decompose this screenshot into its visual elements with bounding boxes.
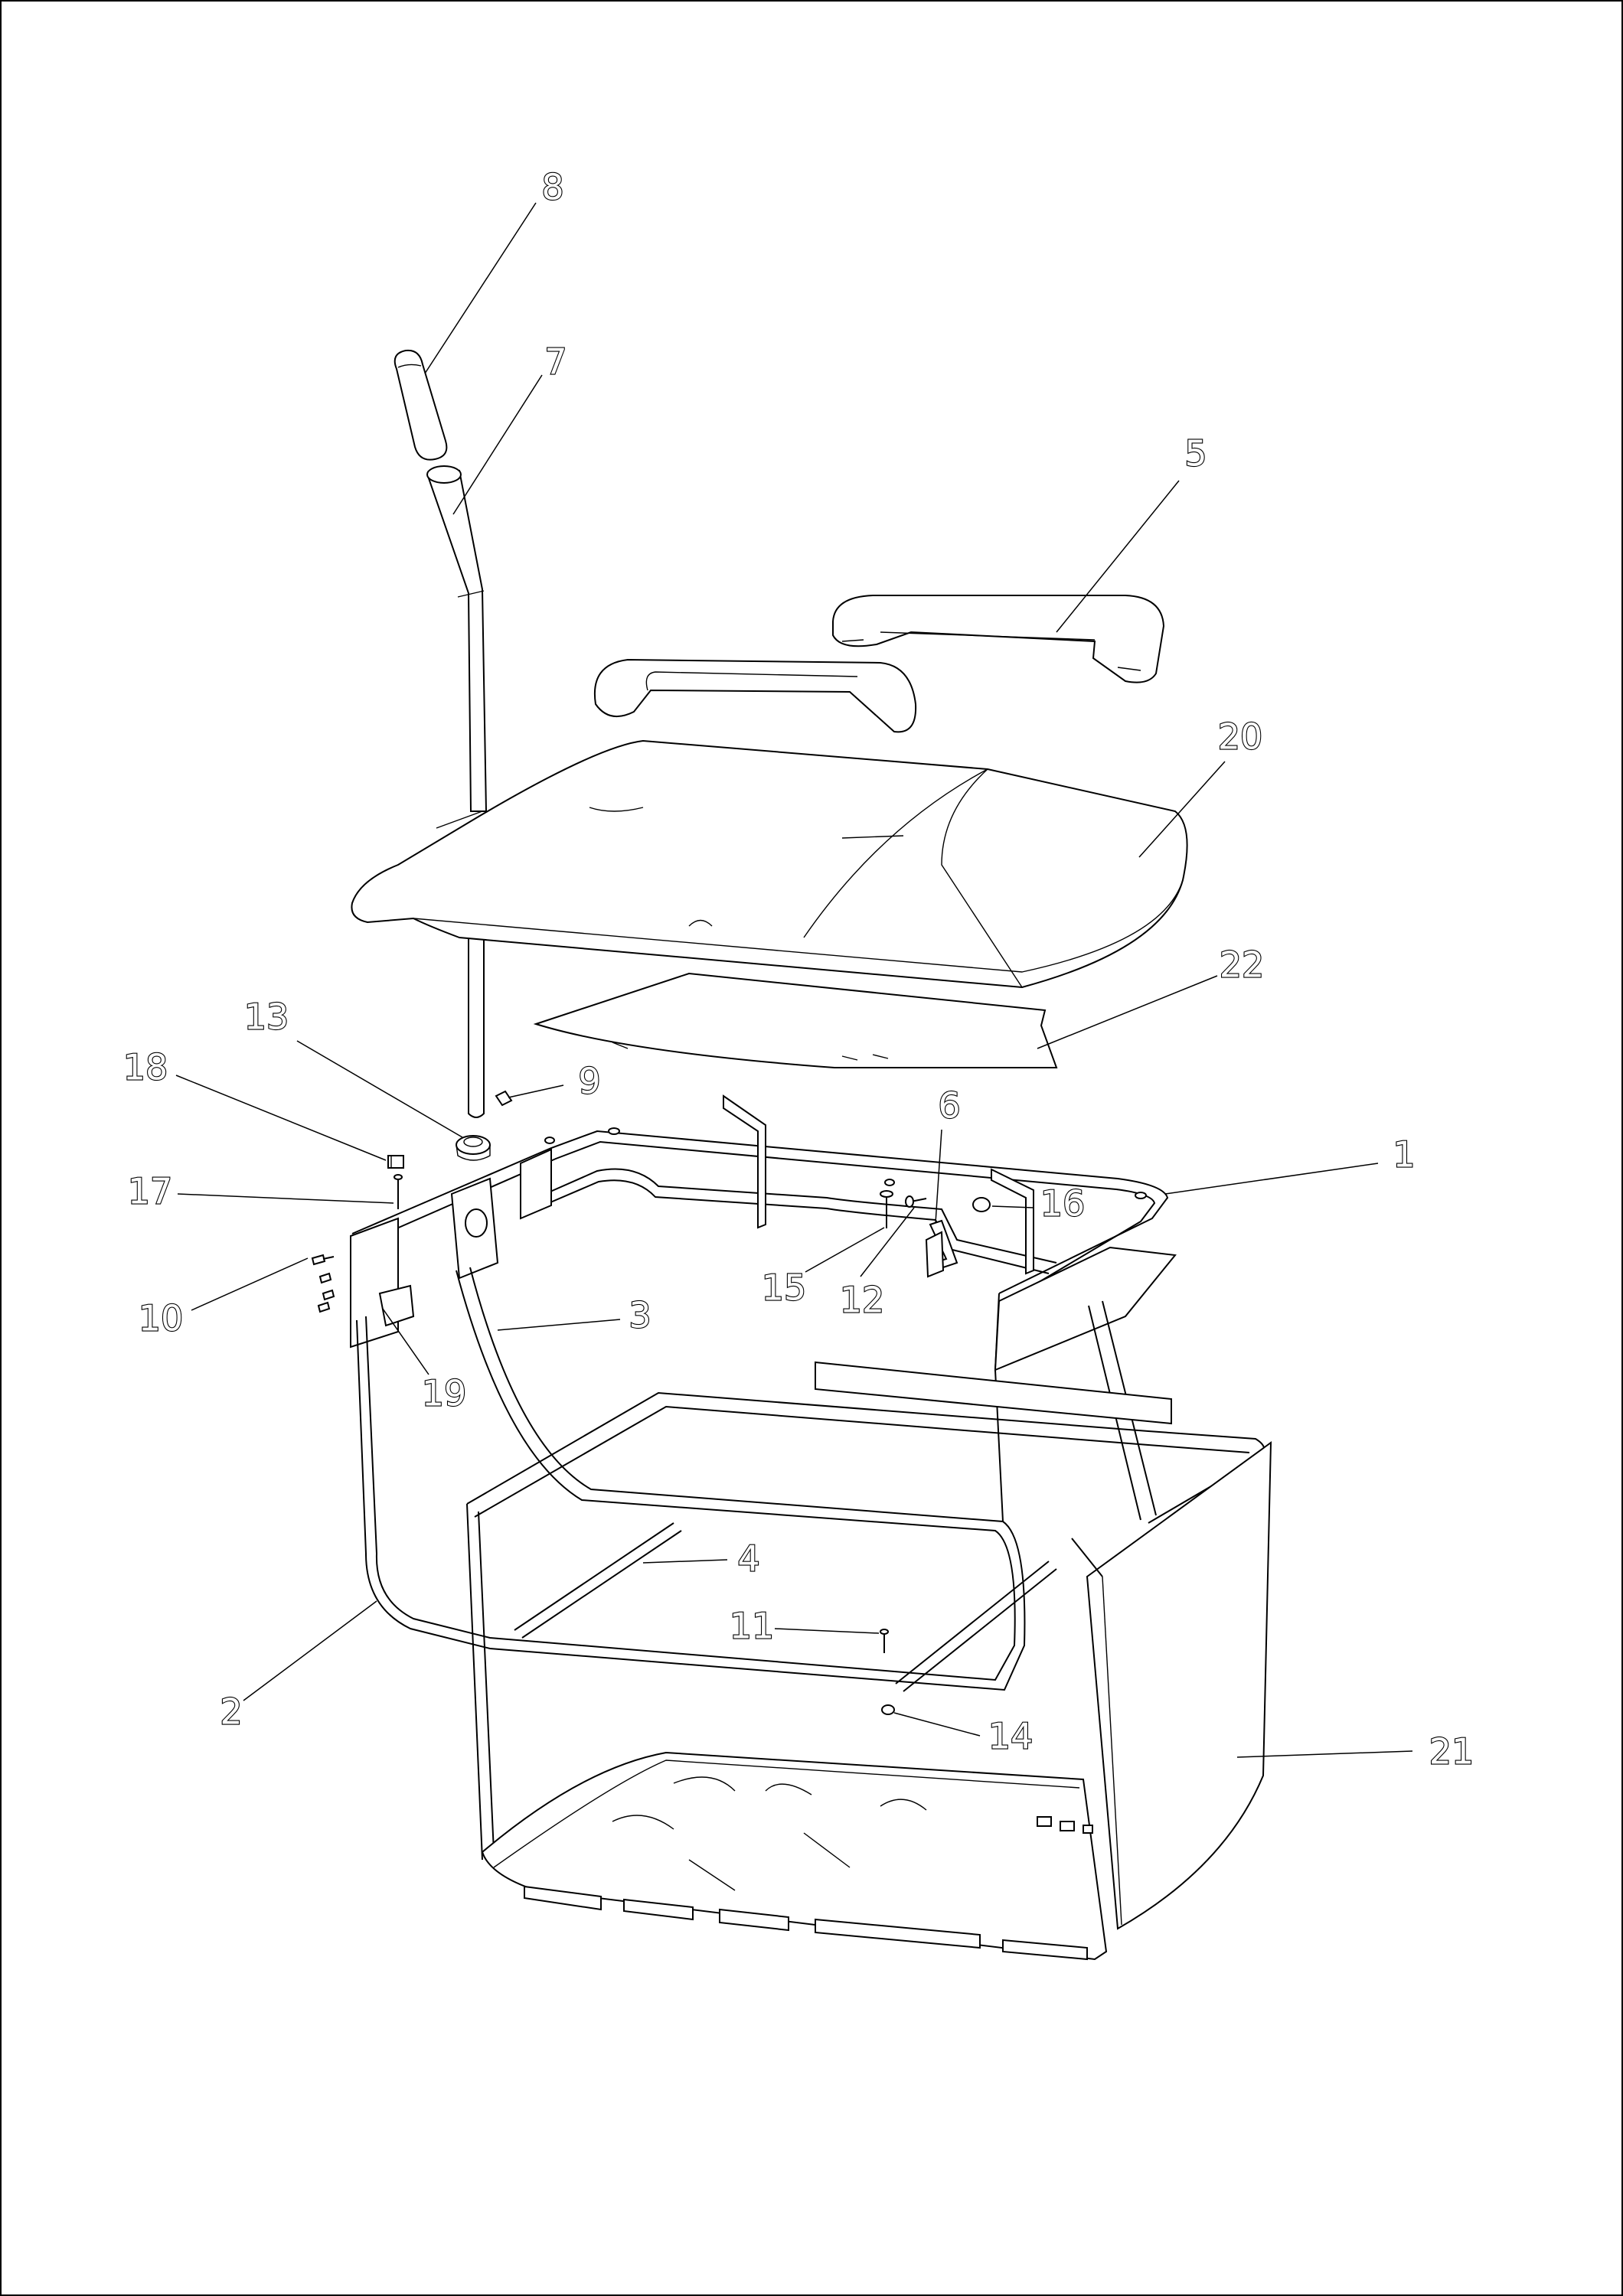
callout-10: 10 xyxy=(139,1298,184,1339)
part-handle-right xyxy=(832,595,1165,683)
callout-21: 21 xyxy=(1429,1731,1474,1773)
callout-13: 13 xyxy=(244,996,289,1038)
part-fasteners-mid xyxy=(880,1190,991,1228)
part-pin-11 xyxy=(880,1629,889,1653)
part-fastener-18 xyxy=(387,1155,404,1169)
part-handle-tube xyxy=(426,465,488,1118)
callout-8: 8 xyxy=(541,167,563,208)
leader-17 xyxy=(177,1193,394,1204)
part-catcher-bag xyxy=(466,1361,1272,1961)
leader-1 xyxy=(1164,1163,1379,1195)
callout-5: 5 xyxy=(1184,433,1207,475)
leader-4 xyxy=(642,1559,728,1564)
leader-10 xyxy=(191,1257,309,1311)
callout-19: 19 xyxy=(422,1373,467,1414)
leader-12 xyxy=(860,1207,915,1277)
leader-lines xyxy=(175,202,1413,1758)
callout-17: 17 xyxy=(128,1171,173,1212)
leader-7 xyxy=(452,374,543,515)
leader-3 xyxy=(497,1319,621,1331)
part-grommet xyxy=(456,1135,491,1161)
callout-labels: 8 7 5 20 22 13 9 18 17 10 19 3 6 1 16 15… xyxy=(122,165,1475,1773)
part-grip xyxy=(394,349,448,461)
leader-20 xyxy=(1138,761,1226,858)
part-upper-frame xyxy=(350,1094,1177,1371)
leader-2 xyxy=(243,1600,377,1701)
leader-15 xyxy=(805,1227,885,1273)
part-pin-17 xyxy=(394,1174,403,1209)
part-nut-14 xyxy=(881,1704,895,1715)
part-u-bar xyxy=(356,1267,1026,1691)
leader-16 xyxy=(991,1205,1034,1208)
part-cross-bars xyxy=(514,1522,1057,1692)
callout-12: 12 xyxy=(840,1280,885,1321)
leader-13 xyxy=(296,1040,463,1138)
leader-14 xyxy=(893,1712,981,1737)
part-plate-19 xyxy=(378,1284,415,1327)
leader-18 xyxy=(175,1075,387,1161)
leader-8 xyxy=(424,202,537,374)
leader-22 xyxy=(1037,975,1218,1049)
leader-6 xyxy=(935,1129,942,1224)
callout-4: 4 xyxy=(737,1538,759,1580)
part-liner-plate xyxy=(533,972,1058,1068)
leader-11 xyxy=(774,1628,880,1634)
part-bolts-10 xyxy=(311,1254,335,1313)
part-clip xyxy=(495,1090,513,1107)
callout-15: 15 xyxy=(762,1267,807,1309)
leader-19 xyxy=(382,1308,429,1375)
callout-7: 7 xyxy=(544,341,567,383)
leader-5 xyxy=(1056,480,1180,633)
part-handle-left xyxy=(593,658,917,733)
callout-20: 20 xyxy=(1218,716,1263,758)
callout-3: 3 xyxy=(629,1295,651,1336)
callout-2: 2 xyxy=(220,1691,242,1733)
callout-1: 1 xyxy=(1393,1134,1415,1176)
callout-9: 9 xyxy=(578,1061,600,1102)
part-hood xyxy=(351,739,1188,989)
callout-14: 14 xyxy=(988,1716,1034,1757)
callout-16: 16 xyxy=(1040,1183,1086,1225)
callout-11: 11 xyxy=(730,1606,775,1647)
leader-21 xyxy=(1236,1750,1413,1758)
leader-9 xyxy=(508,1084,564,1098)
callout-6: 6 xyxy=(938,1085,960,1127)
part-side-bracket xyxy=(925,1231,945,1278)
callout-18: 18 xyxy=(123,1047,168,1088)
callout-22: 22 xyxy=(1220,944,1265,986)
